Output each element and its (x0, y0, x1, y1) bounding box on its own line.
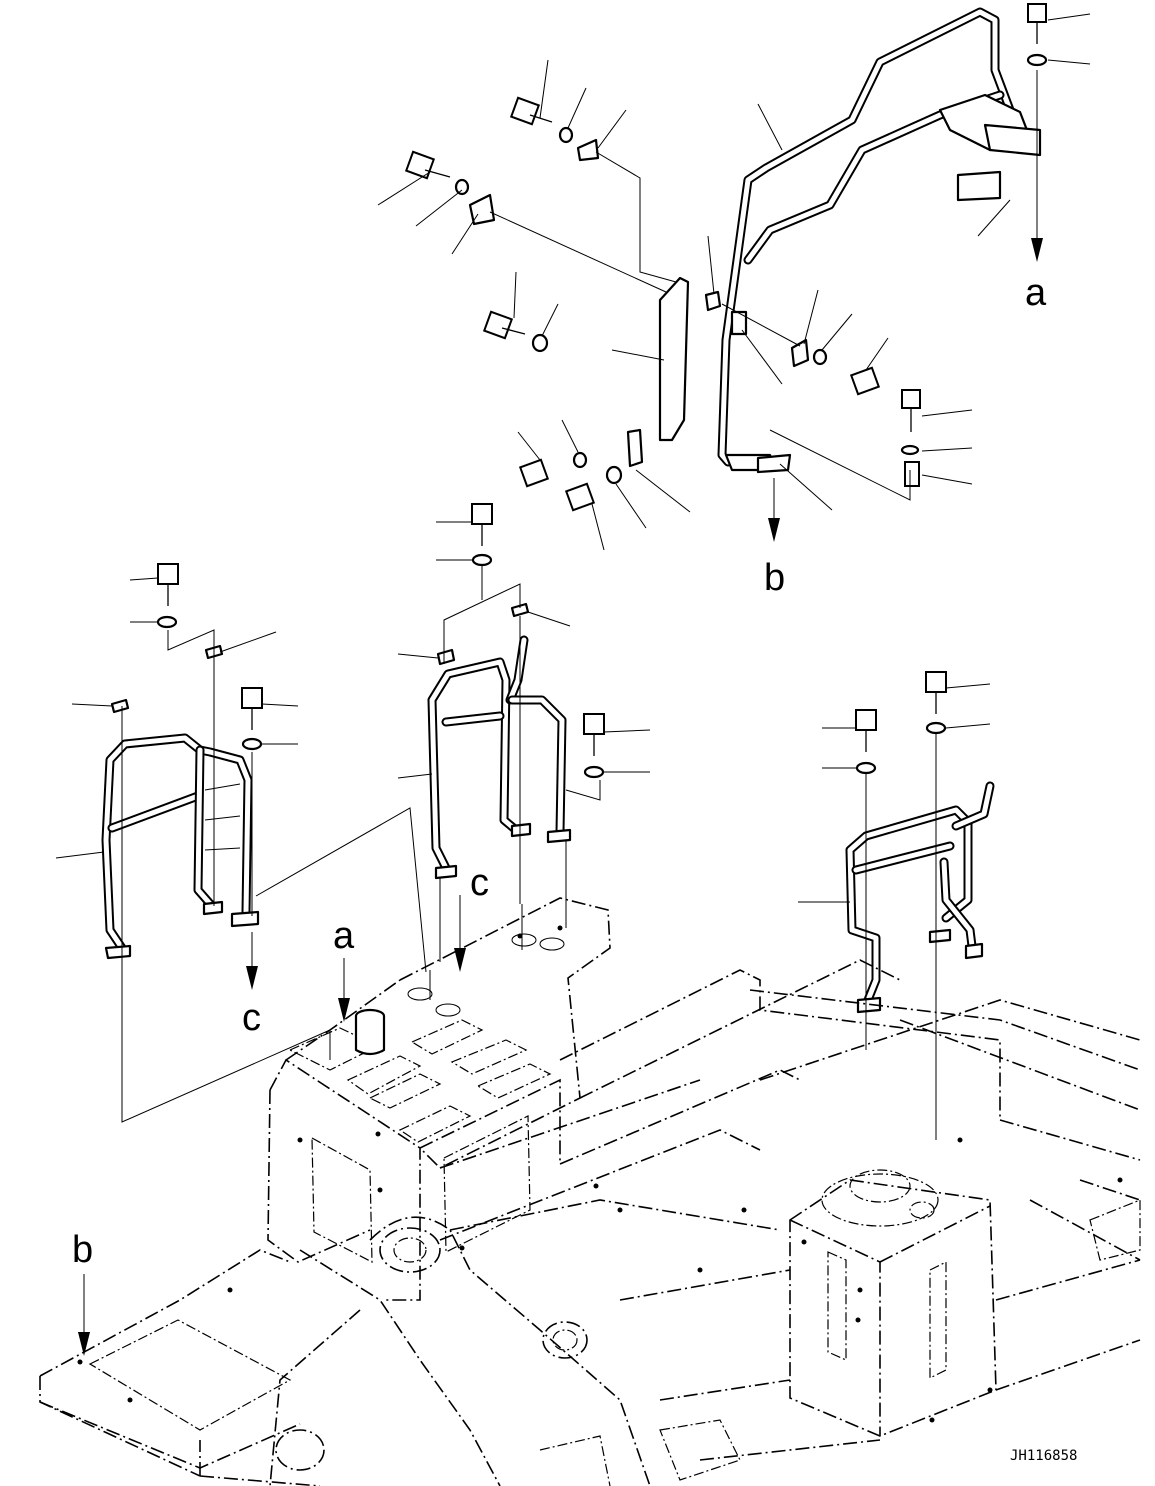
right-handrail (845, 781, 995, 1014)
view-label-a-top: a (1025, 272, 1047, 314)
top-handrail (717, 7, 1042, 472)
machine-frame (39, 897, 1141, 1486)
view-label-b-top: b (764, 557, 785, 599)
connector-lines-top (489, 70, 1043, 542)
view-label-c-mid: c (470, 862, 489, 904)
bolt-group-left (55, 563, 427, 1123)
middle-handrail (427, 635, 572, 880)
view-label-c-left: c (242, 997, 261, 1039)
vertical-bracket (626, 276, 690, 468)
drawing-code: JH116858 (1010, 1448, 1077, 1464)
view-label-b-frame: b (72, 1229, 93, 1271)
frame-bolt-dots (77, 925, 1123, 1423)
frame-arrows (78, 958, 350, 1356)
top-handrail-assembly (377, 3, 1091, 551)
small-clip (468, 138, 1002, 474)
bolt-group-middle (397, 503, 651, 972)
bolt-group-top (404, 3, 1048, 512)
view-label-a-frame: a (333, 915, 355, 957)
leader-lines-top (377, 13, 1091, 551)
bolt-group-right (798, 671, 991, 1140)
left-handrail (101, 733, 260, 960)
